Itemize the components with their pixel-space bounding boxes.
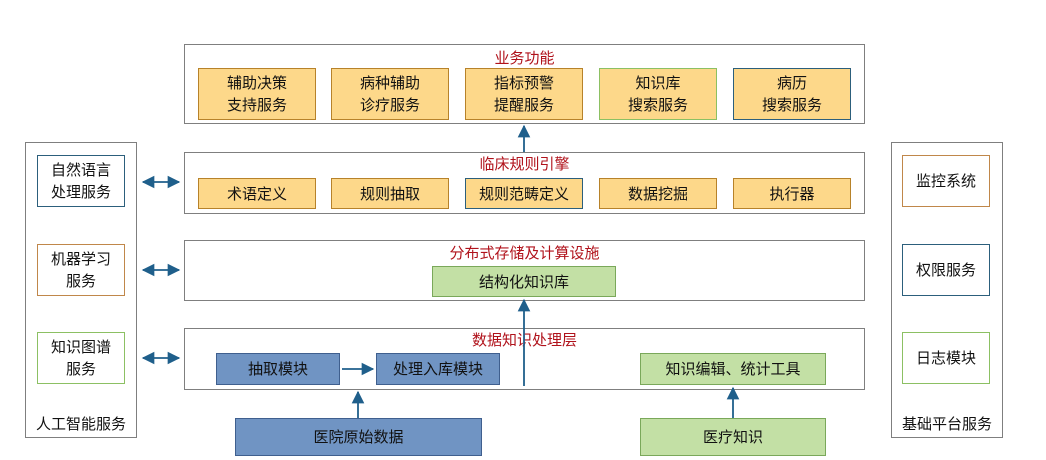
kg-service-line1: 知识图谱 <box>50 338 111 356</box>
structured-kb-box: 结构化知识库 <box>432 266 616 297</box>
nlp-service-line1: 自然语言 <box>50 161 111 179</box>
data-mining-box: 数据挖掘 <box>599 178 717 209</box>
rule-extraction-box: 规则抽取 <box>331 178 449 209</box>
ml-service-line2: 服务 <box>65 272 96 290</box>
raw-data-label: 医院原始数据 <box>313 428 404 446</box>
record-search-box: 病历 搜索服务 <box>733 68 851 120</box>
medical-knowledge-label: 医疗知识 <box>702 428 763 446</box>
kb-search-line2: 搜索服务 <box>627 96 688 114</box>
indicator-alert-line2: 提醒服务 <box>493 96 554 114</box>
indicator-alert-box: 指标预警 提醒服务 <box>465 68 583 120</box>
disease-diagnosis-box: 病种辅助 诊疗服务 <box>331 68 449 120</box>
kg-service-line2: 服务 <box>65 360 96 378</box>
log-module-label: 日志模块 <box>915 349 976 367</box>
indicator-alert-line1: 指标预警 <box>493 74 554 92</box>
extraction-module-box: 抽取模块 <box>216 353 340 385</box>
log-module-box: 日志模块 <box>902 332 990 384</box>
permission-label: 权限服务 <box>915 261 976 279</box>
editing-tools-box: 知识编辑、统计工具 <box>640 353 826 385</box>
disease-diagnosis-line2: 诊疗服务 <box>359 96 420 114</box>
rule-engine-title: 临床规则引擎 <box>479 155 570 173</box>
ai-services-label: 人工智能服务 <box>35 415 126 433</box>
ingest-module-label: 处理入库模块 <box>392 360 483 378</box>
nlp-service-box: 自然语言 处理服务 <box>37 155 125 207</box>
ingest-module-box: 处理入库模块 <box>376 353 500 385</box>
rule-category-label: 规则范畴定义 <box>478 184 569 203</box>
kg-service-box: 知识图谱 服务 <box>37 332 125 384</box>
term-definition-box: 术语定义 <box>198 178 316 209</box>
executor-box: 执行器 <box>733 178 851 209</box>
kb-search-line1: 知识库 <box>635 74 681 92</box>
monitoring-box: 监控系统 <box>902 155 990 207</box>
disease-diagnosis-line1: 病种辅助 <box>359 74 420 92</box>
kb-search-box: 知识库 搜索服务 <box>599 68 717 120</box>
data-mining-label: 数据挖掘 <box>627 184 688 203</box>
monitoring-label: 监控系统 <box>915 172 976 190</box>
decision-support-line2: 支持服务 <box>226 96 287 114</box>
structured-kb-label: 结构化知识库 <box>478 272 569 291</box>
record-search-line1: 病历 <box>776 74 807 92</box>
ml-service-box: 机器学习 服务 <box>37 244 125 296</box>
record-search-line2: 搜索服务 <box>761 96 822 114</box>
business-layer-title: 业务功能 <box>494 49 555 67</box>
nlp-service-line2: 处理服务 <box>50 183 111 201</box>
decision-support-box: 辅助决策 支持服务 <box>198 68 316 120</box>
medical-knowledge-box: 医疗知识 <box>640 418 826 456</box>
extraction-module-label: 抽取模块 <box>247 360 308 378</box>
rule-category-box: 规则范畴定义 <box>465 178 583 209</box>
raw-data-box: 医院原始数据 <box>235 418 482 456</box>
term-definition-label: 术语定义 <box>226 184 287 203</box>
executor-label: 执行器 <box>769 184 815 203</box>
ml-service-line1: 机器学习 <box>50 250 111 268</box>
rule-extraction-label: 规则抽取 <box>359 184 420 203</box>
platform-services-label: 基础平台服务 <box>901 415 992 433</box>
editing-tools-label: 知识编辑、统计工具 <box>665 360 801 378</box>
decision-support-line1: 辅助决策 <box>226 74 287 92</box>
storage-layer-title: 分布式存储及计算设施 <box>449 244 600 262</box>
permission-box: 权限服务 <box>902 244 990 296</box>
